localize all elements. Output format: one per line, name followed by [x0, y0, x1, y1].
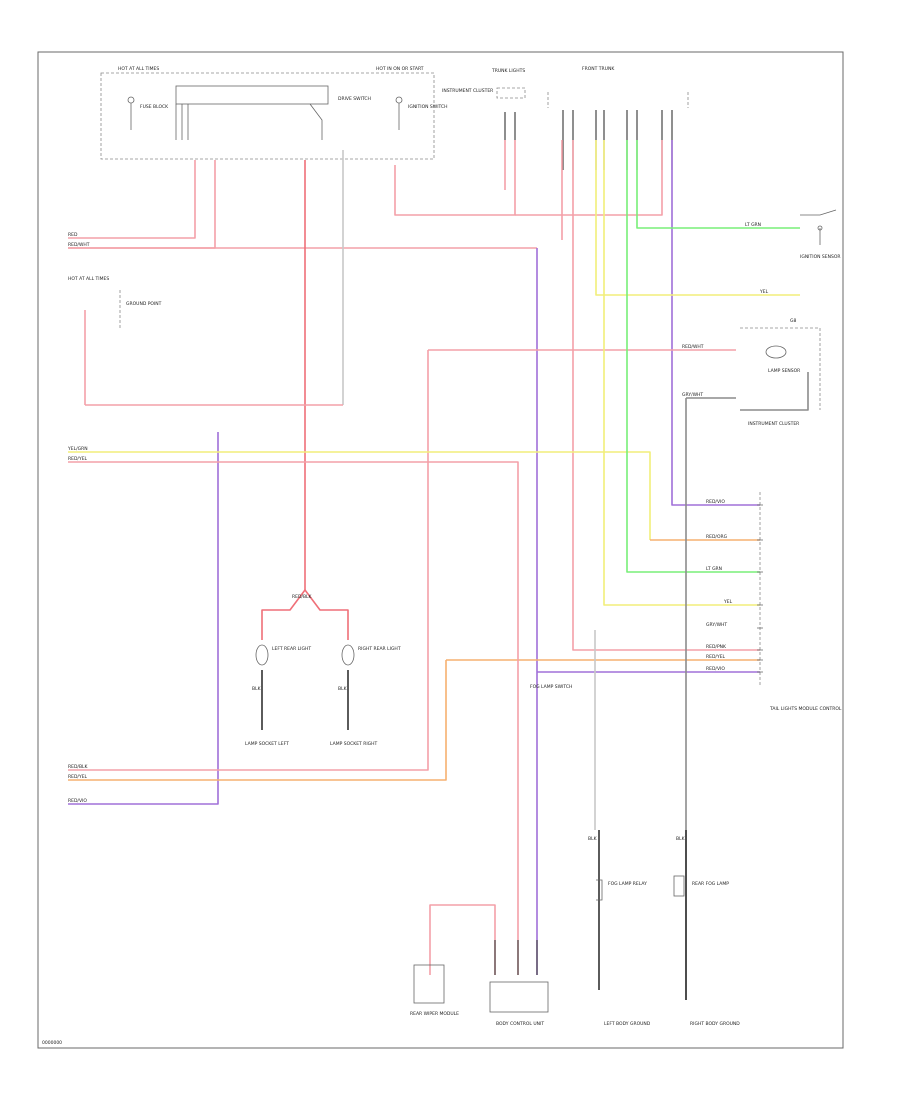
wire-label-blk-1: BLK — [252, 686, 262, 692]
label-instrument-cluster-tl: INSTRUMENT CLUSTER — [442, 88, 493, 94]
wire-label-red-wht-2: RED/WHT — [682, 344, 704, 350]
label-lamp-socket-left: LAMP SOCKET LEFT — [245, 741, 289, 747]
label-lamp-sensor: LAMP SENSOR — [768, 368, 800, 374]
body-control-unit — [489, 940, 549, 1013]
wire-label-blk-3: BLK — [588, 836, 598, 842]
lamp-sensor — [740, 327, 821, 410]
wire-label-red-blk: RED/BLK — [292, 594, 313, 600]
wire-green-1 — [636, 140, 800, 229]
wire-red-blk-l — [68, 350, 429, 771]
wire-red-blk-trunk — [394, 140, 516, 216]
left-rear-light — [255, 644, 269, 666]
wire-gray-sensor — [740, 372, 809, 411]
label-hot-at-all-times: HOT AT ALL TIMES — [118, 66, 159, 72]
wire-label-gry-wht: GRY/WHT — [682, 392, 703, 398]
wire-red-vio-r — [671, 140, 760, 506]
label-front-trunk: FRONT TRUNK — [582, 66, 615, 72]
wire-green-r — [626, 140, 760, 573]
wire-label-gry-wht-r: GRY/WHT — [706, 622, 727, 628]
wire-label-red-vio-l: RED/VIO — [68, 798, 87, 804]
wire-label-blk-4: BLK — [676, 836, 686, 842]
label-ignition-sensor: IGNITION SENSOR — [800, 254, 841, 260]
label-rear-fog-lamp: REAR FOG LAMP — [692, 881, 729, 887]
label-right-body-ground: RIGHT BODY GROUND — [690, 1021, 740, 1027]
label-body-control-unit: BODY CONTROL UNIT — [496, 1021, 544, 1027]
wire-label-red-blk-l: RED/BLK — [68, 764, 89, 770]
wire-red-wht — [68, 160, 216, 249]
wire-label-red-yel-1: RED/YEL — [68, 456, 88, 462]
wire-red-front — [515, 140, 663, 216]
label-instrument-cluster-r: INSTRUMENT CLUSTER — [748, 421, 799, 427]
wire-blk-ground — [598, 830, 687, 1000]
label-hot-with-ignition: HOT IN ON OR START — [376, 66, 424, 72]
label-g8: G8 — [790, 318, 796, 324]
wire-red-vio-l — [68, 432, 219, 805]
label-lamp-socket-right: LAMP SOCKET RIGHT — [330, 741, 378, 747]
label-ignition-switch: IGNITION SWITCH — [408, 104, 448, 110]
label-left-rear-light: LEFT REAR LIGHT — [272, 646, 311, 652]
label-drive-switch: DRIVE SWITCH — [338, 96, 371, 102]
wire-red-yel — [68, 461, 519, 975]
drive-switch-right — [800, 209, 837, 245]
wire-red-1 — [68, 160, 196, 239]
rear-wiper-module — [413, 964, 445, 1004]
label-right-rear-light: RIGHT REAR LIGHT — [358, 646, 401, 652]
wire-label-yel-grn: YEL/GRN — [67, 446, 88, 452]
label-fog-lamp-switch: FOG LAMP SWITCH — [530, 684, 572, 690]
wire-label-lt-grn: LT GRN — [745, 222, 761, 228]
label-ground-point: GROUND POINT — [126, 301, 162, 307]
label-tail-lights-module: TAIL LIGHTS MODULE CONTROL — [769, 706, 842, 712]
diagram-frame — [37, 51, 844, 1049]
label-hot-at-all-times-2: HOT AT ALL TIMES — [68, 276, 109, 282]
trunk-lights-connector — [496, 87, 526, 140]
wire-red-branch-l — [261, 589, 306, 640]
wire-label-blk-2: BLK — [338, 686, 348, 692]
wire-label-red-yel-l: RED/YEL — [68, 774, 88, 780]
wire-label-lt-grn-r: LT GRN — [706, 566, 722, 572]
wire-label-red-wht: RED/WHT — [68, 242, 90, 248]
wire-yellow-left — [68, 451, 651, 540]
wire-label-yel: YEL — [759, 289, 769, 295]
wire-red-bottom — [429, 904, 496, 975]
rear-fog-lamp — [673, 875, 685, 897]
right-rear-light — [341, 644, 355, 666]
wire-label-red-vio: RED/VIO — [706, 499, 725, 505]
wire-label-red-pnk: RED/PNK — [706, 644, 727, 650]
wire-label-red-yel-r2: RED/YEL — [706, 654, 726, 660]
tail-lights-module-connector — [757, 492, 763, 685]
label-left-body-ground: LEFT BODY GROUND — [604, 1021, 651, 1027]
label-fuse-block: FUSE BLOCK — [140, 104, 169, 110]
page-number: 0000000 — [42, 1040, 62, 1046]
wire-blk-lights — [261, 670, 349, 730]
wire-label-yel-r: YEL — [723, 599, 733, 605]
wire-yellow-r — [603, 140, 760, 606]
wire-orange-l — [68, 660, 447, 781]
instrument-cluster-top-box — [100, 72, 435, 160]
wire-label-red-org: RED/ORG — [706, 534, 728, 540]
front-trunk-connector — [547, 92, 689, 170]
wire-red-branch-r — [304, 589, 349, 640]
wire-red-pnk — [561, 140, 760, 651]
fog-lamp-relay — [596, 879, 603, 901]
label-rear-wiper-module: REAR WIPER MODULE — [410, 1011, 459, 1017]
label-fog-lamp-relay: FOG LAMP RELAY — [608, 881, 647, 887]
label-trunk-lights: TRUNK LIGHTS — [491, 68, 525, 74]
wire-label-red-vio-r2: RED/VIO — [706, 666, 725, 672]
wire-yellow-1 — [595, 140, 800, 296]
wire-label-red-1: RED — [68, 232, 78, 238]
